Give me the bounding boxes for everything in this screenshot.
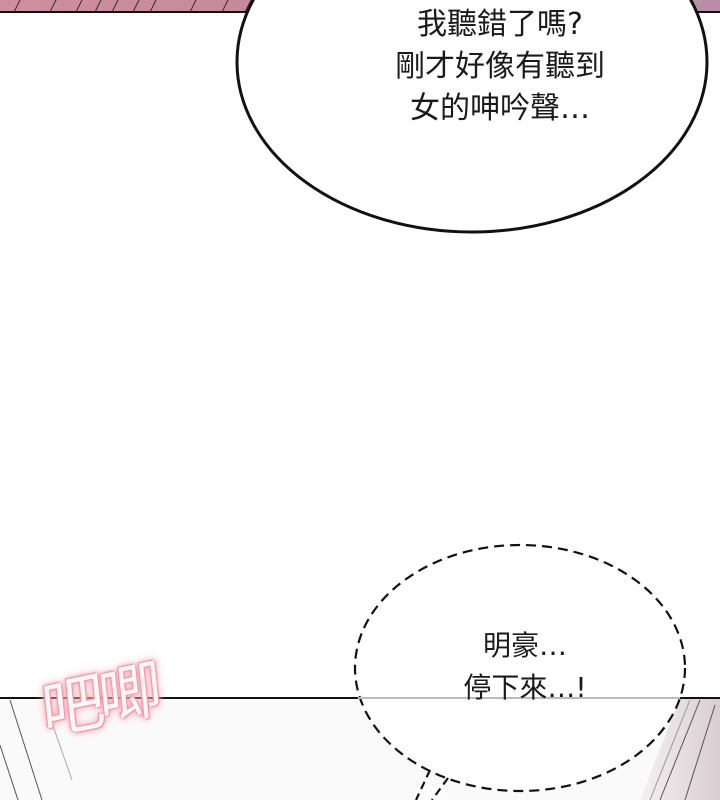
speech-bubble-dashed-text: 明豪… 停下來…! <box>380 625 670 709</box>
bubble-line: 停下來…! <box>463 671 587 704</box>
bubble-line: 女的呻吟聲… <box>410 91 590 126</box>
bubble-line: 明豪… <box>482 629 567 662</box>
speech-bubble-top-text: 我聽錯了嗎? 剛才好像有聽到 女的呻吟聲… <box>330 4 670 130</box>
bubble-line: 剛才好像有聽到 <box>395 49 605 84</box>
bubble-line: 我聽錯了嗎? <box>417 7 583 42</box>
speech-bubble-top <box>235 0 709 234</box>
speech-bubble-dashed <box>353 543 687 800</box>
